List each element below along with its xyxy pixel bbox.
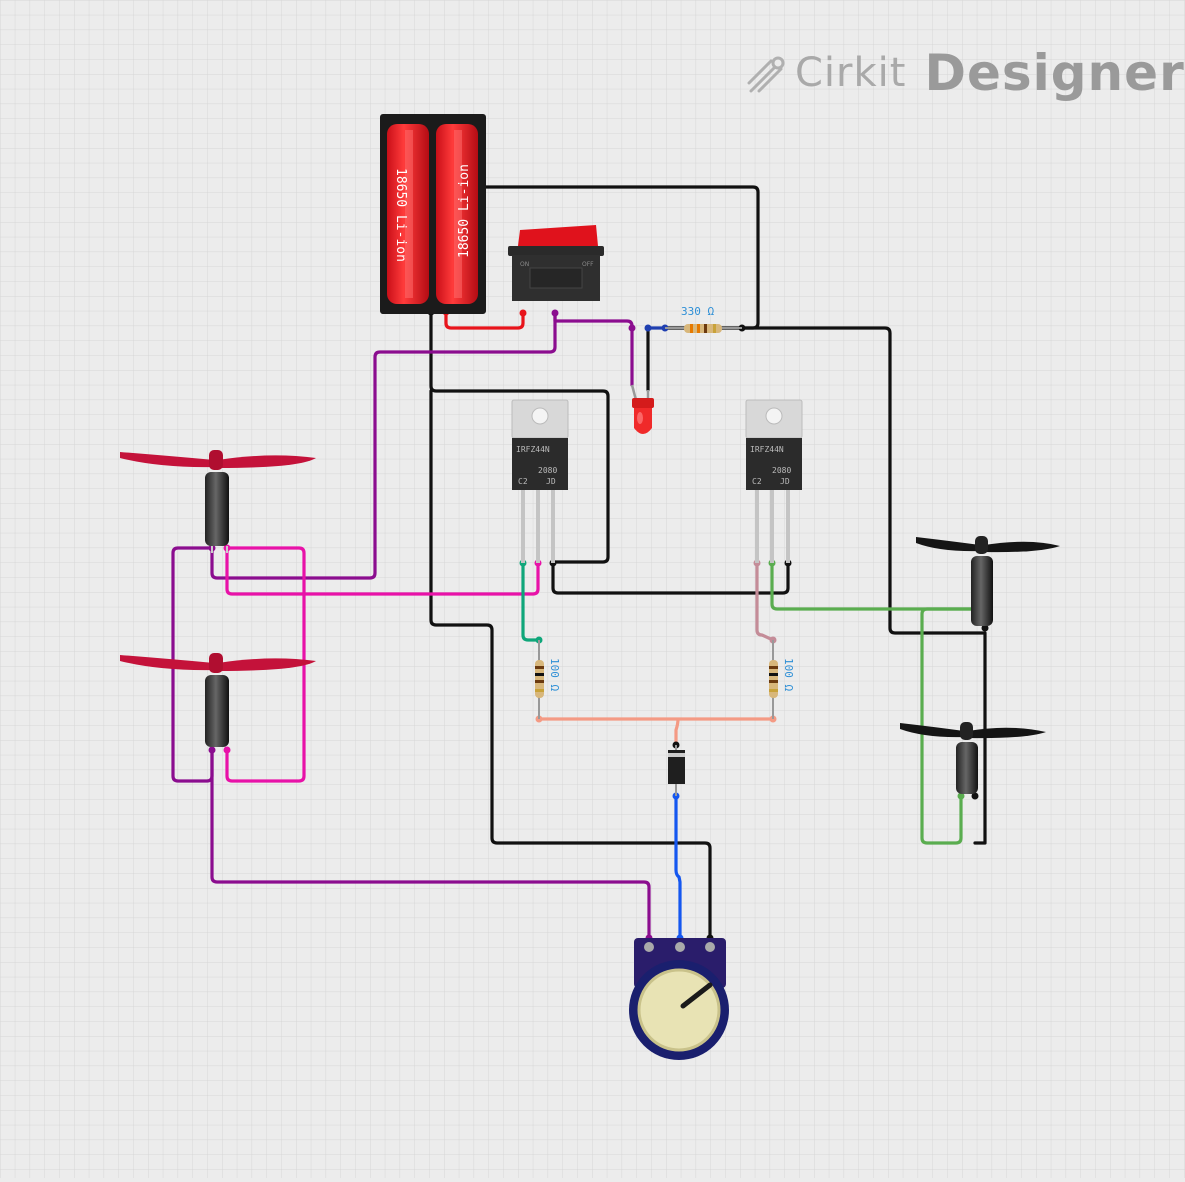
mosfet-left-body <box>512 438 568 490</box>
battery-holder[interactable]: 18650 Li-ion 18650 Li-ion <box>380 114 486 314</box>
battery-cell-2-label: 18650 Li-ion <box>457 164 472 258</box>
battery-cell-1-label: 18650 Li-ion <box>393 168 408 262</box>
mosfet-right-code1: 2080 <box>772 466 791 475</box>
resistor-100-right-label: 100 Ω <box>782 658 795 691</box>
mosfet-left-code3: JD <box>546 477 556 486</box>
wire-battery-to-pot[interactable] <box>429 389 712 940</box>
logo-designer-text: Designer <box>924 44 1185 102</box>
switch-rocker <box>518 225 598 246</box>
resistor-100-left-label: 100 Ω <box>548 658 561 691</box>
mosfet-right-body <box>746 438 802 490</box>
potentiometer[interactable] <box>629 938 729 1060</box>
mosfet-left-code2: C2 <box>518 477 528 486</box>
mosfet-left-part: IRFZ44N <box>516 445 550 454</box>
logo-cirkit-text: Cirkit <box>795 50 907 96</box>
wire-resistors-to-diode[interactable] <box>537 717 775 747</box>
wire-mosfet-right-gate[interactable] <box>755 561 775 642</box>
wire-battery-plus-to-switch[interactable] <box>444 310 525 330</box>
mosfet-right[interactable]: IRFZ44N 2080 C2 JD <box>745 399 803 563</box>
wire-right-motors-loop[interactable] <box>920 607 977 845</box>
motor-right-top[interactable] <box>916 536 1060 626</box>
potentiometer-knob[interactable] <box>637 968 721 1052</box>
resistor-330-label: 330 Ω <box>681 305 714 318</box>
mosfet-right-code3: JD <box>780 477 790 486</box>
wire-left-motor-drain[interactable] <box>225 546 540 596</box>
wire-battery-to-mosfet-left-source[interactable] <box>429 310 610 564</box>
resistor-100-left[interactable]: 100 Ω <box>535 640 561 719</box>
switch-off-label: OFF <box>582 261 594 268</box>
wire-left-motors-drain-loop[interactable] <box>225 546 306 783</box>
mosfet-left[interactable]: IRFZ44N 2080 C2 JD <box>511 399 569 563</box>
wire-mosfet-left-gate[interactable] <box>521 561 541 642</box>
diode[interactable] <box>668 745 685 796</box>
wire-mosfet-right-to-motors[interactable] <box>770 561 977 611</box>
wire-switch-to-left-motor-top[interactable] <box>210 311 557 580</box>
wire-resistor-to-right-motors[interactable] <box>663 326 987 845</box>
motor-left-bottom[interactable] <box>120 653 316 747</box>
cirkit-pen-icon <box>747 56 785 93</box>
cirkit-designer-logo: Cirkit Designer <box>745 38 1185 108</box>
red-led[interactable] <box>630 384 654 434</box>
switch-on-label: ON <box>520 261 529 268</box>
motor-left-top[interactable] <box>120 450 316 553</box>
resistor-330[interactable]: 330 Ω <box>665 305 742 333</box>
wire-diode-to-pot[interactable] <box>674 794 682 940</box>
mosfet-left-code1: 2080 <box>538 466 557 475</box>
motor-right-bottom[interactable] <box>900 722 1046 794</box>
rocker-switch[interactable]: ON OFF <box>508 225 604 301</box>
wire-left-motor-to-pot[interactable] <box>210 748 651 940</box>
mosfet-right-part: IRFZ44N <box>750 445 784 454</box>
resistor-100-right[interactable]: 100 Ω <box>769 640 795 719</box>
wire-mosfet-sources[interactable] <box>551 560 790 595</box>
mosfet-right-code2: C2 <box>752 477 762 486</box>
